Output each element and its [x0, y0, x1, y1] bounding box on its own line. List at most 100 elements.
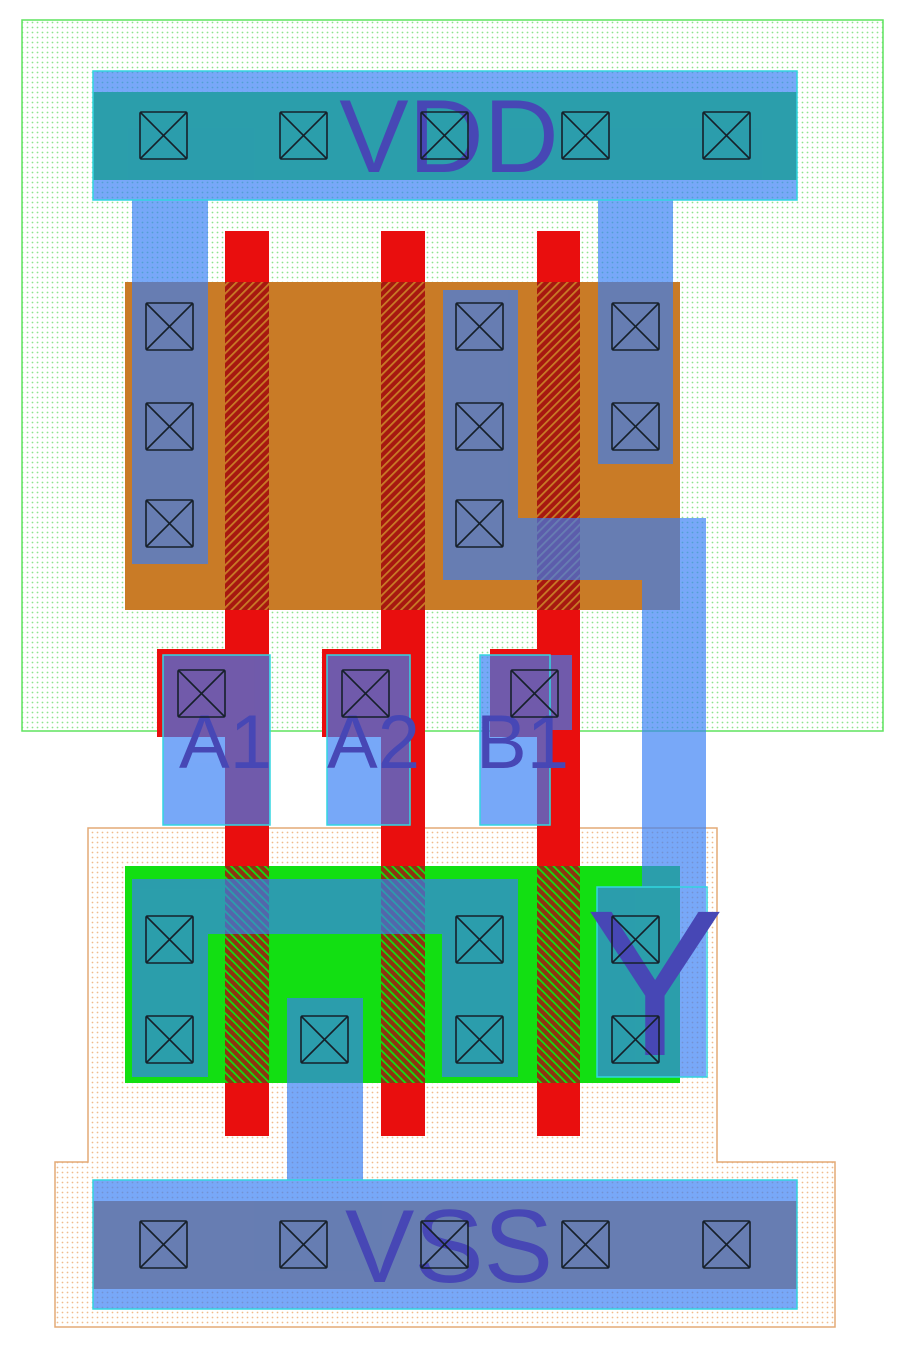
input-a2-metal[interactable] [327, 655, 410, 825]
contact-box [702, 111, 751, 160]
contact-box [611, 1015, 660, 1064]
contact-vdd-tap-icon [702, 111, 751, 160]
contact-box [145, 499, 194, 548]
pin-vss[interactable] [92, 1179, 798, 1310]
contact-cross [611, 402, 660, 451]
contact-box [510, 669, 559, 718]
contact-box [139, 111, 188, 160]
contact-vdd-tap-icon [420, 111, 469, 160]
contact-cross [611, 915, 660, 964]
pin-b1[interactable] [479, 654, 551, 826]
pin-outlines [92, 70, 798, 1310]
contact-cross [561, 111, 610, 160]
label-vss: VSS [345, 1189, 553, 1305]
label-vdd: VDD [339, 79, 559, 195]
contact-cross [455, 1015, 504, 1064]
contact-cross [455, 915, 504, 964]
contact-box [145, 402, 194, 451]
label-a2: A2 [327, 700, 420, 785]
contact-box [177, 669, 226, 718]
input-a1-metal[interactable] [163, 655, 270, 825]
contact-vss-tap-icon [561, 1220, 610, 1269]
contact-cross [510, 669, 559, 718]
contact-pmos-diffusion-icon [145, 302, 194, 351]
contact-nmos-diffusion-icon [455, 915, 504, 964]
contact-pmos-diffusion-icon [455, 302, 504, 351]
contact-cross [455, 302, 504, 351]
contact-nmos-diffusion-icon [145, 915, 194, 964]
contact-vdd-tap-icon [139, 111, 188, 160]
contact-box [611, 915, 660, 964]
contact-cross [702, 1220, 751, 1269]
contact-vss-tap-icon [702, 1220, 751, 1269]
contact-cross [145, 1015, 194, 1064]
contact-cross [611, 302, 660, 351]
output-y-net[interactable] [443, 290, 706, 1077]
contact-cross [420, 1220, 469, 1269]
contact-box [455, 1015, 504, 1064]
contact-box [455, 915, 504, 964]
contact-box [300, 1015, 349, 1064]
contact-cross [702, 111, 751, 160]
contact-pmos-diffusion-icon [455, 402, 504, 451]
contact-nmos-diffusion-icon [611, 1015, 660, 1064]
contact-box [420, 111, 469, 160]
contact-cross [139, 111, 188, 160]
label-y: Y [586, 868, 725, 1100]
contact-box [279, 1220, 328, 1269]
contact-box [455, 499, 504, 548]
contact-cross [145, 499, 194, 548]
contact-vdd-tap-icon [279, 111, 328, 160]
contact-vss-tap-icon [139, 1220, 188, 1269]
contact-nmos-diffusion-icon [300, 1015, 349, 1064]
contact-box [455, 302, 504, 351]
contact-cross [300, 1015, 349, 1064]
contact-box [611, 402, 660, 451]
contact-cross [420, 111, 469, 160]
contact-pmos-diffusion-icon [455, 499, 504, 548]
contact-box [139, 1220, 188, 1269]
label-b1: B1 [476, 700, 569, 785]
contact-cross [145, 302, 194, 351]
vdd-strap-left [132, 200, 208, 564]
contact-pmos-diffusion-icon [611, 402, 660, 451]
vss-strap [287, 998, 363, 1180]
input-b1-metal[interactable] [480, 655, 572, 825]
contact-cross [611, 1015, 660, 1064]
pmos-channel-a2 [381, 282, 425, 610]
contact-cross [455, 499, 504, 548]
contact-box [561, 1220, 610, 1269]
contact-cross [341, 669, 390, 718]
contact-cross [139, 1220, 188, 1269]
contact-box [145, 1015, 194, 1064]
contact-nmos-diffusion-icon [145, 1015, 194, 1064]
contact-vdd-tap-icon [561, 111, 610, 160]
contact-cross [177, 669, 226, 718]
contact-box [145, 302, 194, 351]
contact-poly-icon [341, 669, 390, 718]
contact-box [341, 669, 390, 718]
contact-cross [145, 402, 194, 451]
contact-cross [279, 111, 328, 160]
contact-poly-icon [510, 669, 559, 718]
pin-a2[interactable] [326, 654, 411, 826]
contact-cross [455, 402, 504, 451]
pin-y[interactable] [596, 886, 708, 1078]
vdd-strap-right [598, 200, 673, 464]
pin-a1[interactable] [162, 654, 271, 826]
contact-nmos-diffusion-icon [455, 1015, 504, 1064]
nmos-internal-net [132, 879, 518, 1077]
contact-pmos-diffusion-icon [145, 499, 194, 548]
contact-cross [279, 1220, 328, 1269]
contact-nmos-diffusion-icon [611, 915, 660, 964]
contacts-layer [139, 111, 751, 1269]
contact-box [420, 1220, 469, 1269]
contact-pmos-diffusion-icon [145, 402, 194, 451]
pin-vdd[interactable] [92, 70, 798, 201]
contact-box [145, 915, 194, 964]
contact-box [611, 302, 660, 351]
contact-box [455, 402, 504, 451]
contact-box [702, 1220, 751, 1269]
contact-cross [145, 915, 194, 964]
